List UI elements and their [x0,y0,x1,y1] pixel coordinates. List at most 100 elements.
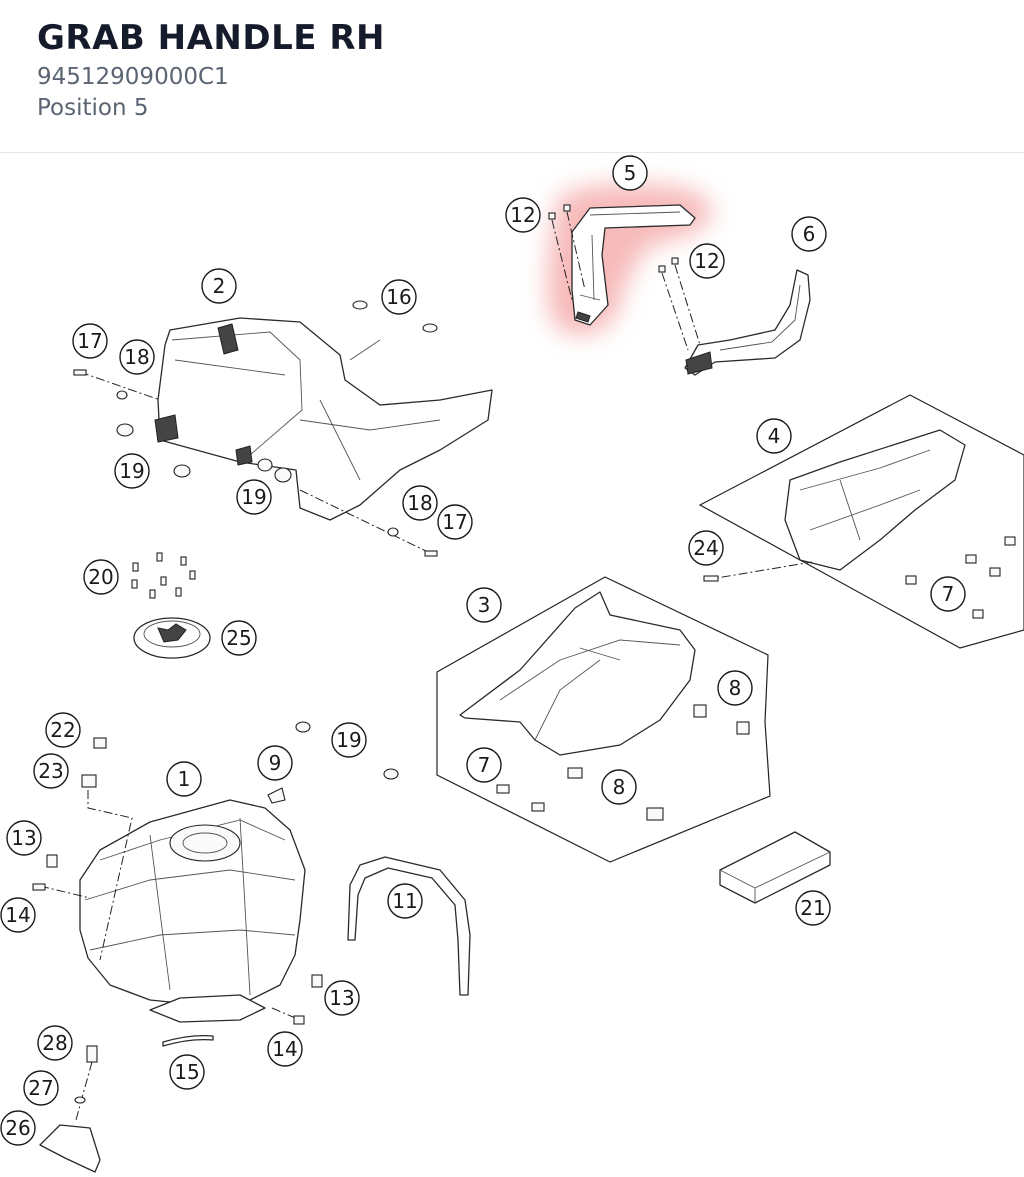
callout-15[interactable]: 15 [169,1054,205,1090]
svg-text:28: 28 [42,1031,67,1055]
fasteners-rear-frame[interactable] [73,300,438,557]
svg-text:12: 12 [694,249,719,273]
svg-text:11: 11 [392,889,417,913]
callout-6[interactable]: 6 [791,216,827,252]
svg-text:27: 27 [28,1076,53,1100]
callout-23[interactable]: 23 [33,753,69,789]
callout-14-left[interactable]: 14 [0,897,36,933]
svg-text:25: 25 [226,626,251,650]
axis-line-22-23 [87,790,133,961]
callout-14-right[interactable]: 14 [267,1031,303,1067]
svg-text:24: 24 [693,536,718,560]
fasteners-fuel-tank[interactable] [32,721,399,1025]
screws-part-12-left[interactable] [548,204,586,301]
box-rider-seat-group [436,576,771,863]
axis-line-17b [299,489,431,554]
part-grab-handle-rh[interactable] [571,204,696,326]
box-rear-seat-group [698,394,1024,649]
svg-text:22: 22 [50,718,75,742]
part-rear-frame[interactable] [154,317,493,521]
svg-text:19: 19 [241,485,266,509]
part-filler-cap[interactable] [133,617,211,659]
callout-12-left[interactable]: 12 [505,197,541,233]
callout-25[interactable]: 25 [221,620,257,656]
header: GRAB HANDLE RH 94512909000C1 Position 5 [0,0,1024,152]
svg-text:1: 1 [178,767,191,791]
svg-text:8: 8 [729,676,742,700]
svg-text:7: 7 [478,753,491,777]
callout-19-middle[interactable]: 19 [236,479,272,515]
callout-24[interactable]: 24 [688,530,724,566]
callout-2[interactable]: 2 [201,268,237,304]
callout-19-lower[interactable]: 19 [331,722,367,758]
svg-text:8: 8 [613,775,626,799]
svg-text:16: 16 [386,285,411,309]
callout-11[interactable]: 11 [387,883,423,919]
part-number: 94512909000C1 [37,64,229,90]
callout-5[interactable]: 5 [612,155,648,191]
svg-text:3: 3 [478,593,491,617]
callout-9[interactable]: 9 [257,745,293,781]
callout-27[interactable]: 27 [23,1070,59,1106]
part-26-27-28-assembly[interactable] [39,1045,101,1173]
callout-22[interactable]: 22 [45,712,81,748]
clips-rear-seat[interactable] [703,536,1016,619]
callout-13-left[interactable]: 13 [6,820,42,856]
part-rider-seat[interactable] [459,591,696,756]
svg-text:18: 18 [124,345,149,369]
callout-7-right[interactable]: 7 [930,576,966,612]
position-label: Position 5 [37,95,149,121]
callout-4[interactable]: 4 [756,418,792,454]
svg-text:12: 12 [510,203,535,227]
svg-text:14: 14 [5,903,30,927]
svg-text:19: 19 [119,459,144,483]
part-11-bracket[interactable] [347,856,471,996]
svg-text:5: 5 [624,161,637,185]
axis-line-24 [704,561,813,581]
callout-8-upper[interactable]: 8 [717,670,753,706]
callout-21[interactable]: 21 [795,890,831,926]
callout-17-left[interactable]: 17 [72,323,108,359]
svg-text:7: 7 [942,582,955,606]
callout-12-right[interactable]: 12 [689,243,725,279]
svg-text:17: 17 [442,510,467,534]
callout-19-left[interactable]: 19 [114,453,150,489]
svg-text:4: 4 [768,424,781,448]
callout-18-right[interactable]: 18 [402,485,438,521]
part-grab-handle-lh[interactable] [684,269,811,376]
callout-20[interactable]: 20 [83,559,119,595]
svg-text:23: 23 [38,759,63,783]
svg-text:20: 20 [88,565,113,589]
svg-text:15: 15 [174,1060,199,1084]
bolts-part-20[interactable] [131,552,196,599]
part-15-strip[interactable] [162,1034,214,1047]
callout-28[interactable]: 28 [37,1025,73,1061]
header-divider [0,152,1024,153]
callout-3[interactable]: 3 [466,587,502,623]
screws-part-12-right[interactable] [658,257,701,351]
callout-1[interactable]: 1 [166,761,202,797]
axis-line-17a [79,371,161,401]
axis-line-14a [39,885,91,899]
callout-13-right[interactable]: 13 [324,980,360,1016]
callout-7-left[interactable]: 7 [466,747,502,783]
svg-text:17: 17 [77,329,102,353]
svg-text:21: 21 [800,896,825,920]
svg-text:6: 6 [803,222,816,246]
part-fuel-tank[interactable] [79,799,306,1023]
svg-text:14: 14 [272,1037,297,1061]
svg-text:13: 13 [329,986,354,1010]
callout-17-right[interactable]: 17 [437,504,473,540]
callout-26[interactable]: 26 [0,1110,36,1146]
part-rear-seat-cowl[interactable] [784,429,966,571]
clips-rider-seat[interactable] [496,704,750,821]
callout-18-left[interactable]: 18 [119,339,155,375]
callout-8-lower[interactable]: 8 [601,769,637,805]
part-21-block[interactable] [719,831,831,904]
svg-text:2: 2 [213,274,226,298]
svg-text:18: 18 [407,491,432,515]
svg-text:13: 13 [11,826,36,850]
svg-text:9: 9 [269,751,282,775]
callout-16[interactable]: 16 [381,279,417,315]
